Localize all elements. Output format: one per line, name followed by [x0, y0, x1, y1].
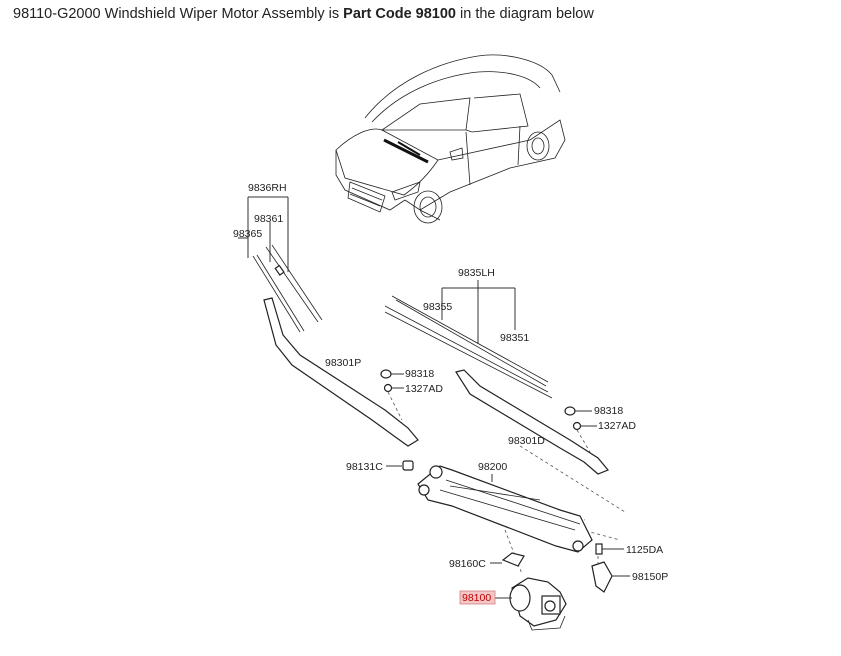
- part-labels: 9836RH 98361 98365 9835LH 98355 98351 98…: [233, 182, 668, 605]
- caption-part-code: Part Code 98100: [343, 6, 456, 22]
- blade-lh-group: [384, 280, 609, 475]
- label-98160c: 98160C: [449, 558, 486, 570]
- bracket-98160c: [490, 552, 525, 567]
- label-98351: 98351: [500, 332, 529, 344]
- label-98318-a: 98318: [405, 368, 434, 380]
- blade-rh-group: [238, 196, 419, 447]
- bracket-98150p: [591, 543, 630, 593]
- label-9836rh: 9836RH: [248, 182, 287, 194]
- linkage-assembly: [417, 445, 626, 575]
- label-98361: 98361: [254, 213, 283, 225]
- fastener-callouts: [380, 369, 597, 471]
- label-98318-b: 98318: [594, 405, 623, 417]
- label-98150p: 98150P: [632, 571, 668, 583]
- label-1327ad-a: 1327AD: [405, 383, 443, 395]
- label-98365: 98365: [233, 228, 262, 240]
- label-98131c: 98131C: [346, 461, 383, 473]
- label-98301d: 98301D: [508, 435, 545, 447]
- wiper-motor: [495, 577, 567, 631]
- caption-prefix: 98110-G2000 Windshield Wiper Motor Assem…: [13, 6, 344, 22]
- label-98355: 98355: [423, 301, 452, 313]
- label-98200: 98200: [478, 461, 507, 473]
- label-9835lh: 9835LH: [458, 267, 495, 279]
- label-1327ad-b: 1327AD: [598, 420, 636, 432]
- car-illustration: [335, 54, 566, 224]
- label-1125da: 1125DA: [626, 544, 663, 556]
- label-98100[interactable]: 98100: [462, 592, 491, 604]
- label-98301p: 98301P: [325, 357, 361, 369]
- caption-suffix: in the diagram below: [456, 6, 594, 22]
- diagram-caption: 98110-G2000 Windshield Wiper Motor Assem…: [13, 6, 594, 22]
- highlight-98100: [459, 590, 496, 605]
